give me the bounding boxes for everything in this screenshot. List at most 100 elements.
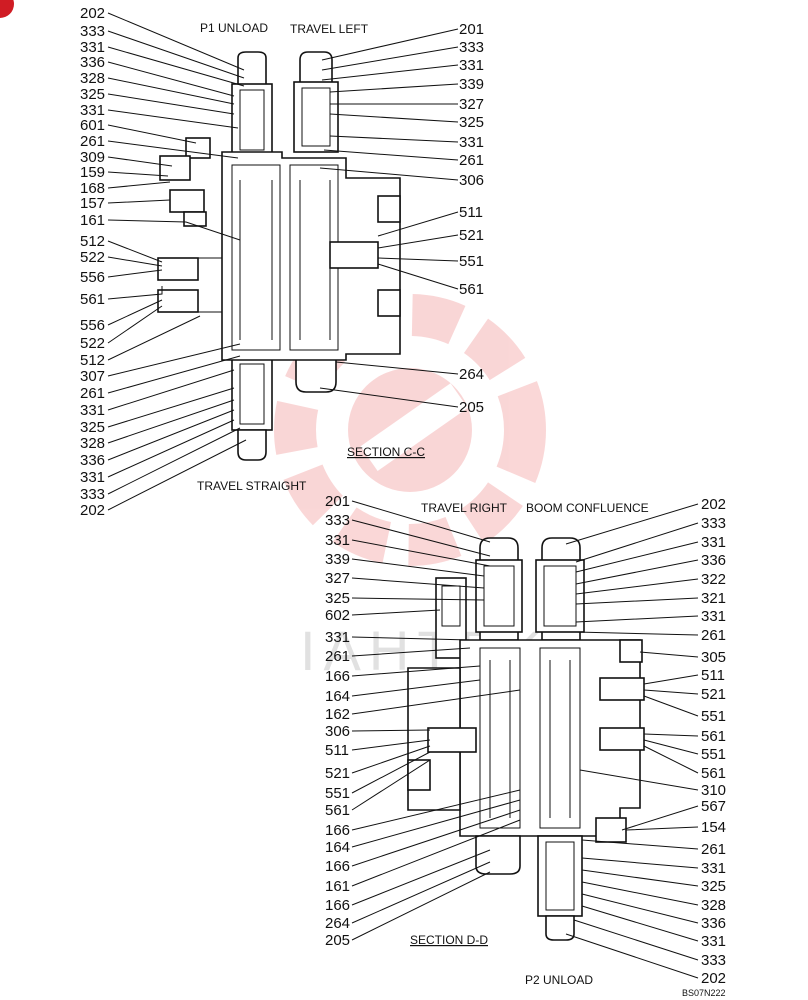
part-number-label: 331 (701, 608, 726, 625)
part-number-label: 261 (459, 152, 484, 169)
part-number-label: 168 (80, 180, 105, 197)
drawing-code: BS07N222 (682, 988, 726, 998)
part-number-label: 331 (80, 469, 105, 486)
part-number-label: 327 (459, 96, 484, 113)
part-number-label: 161 (325, 878, 350, 895)
gear-wrench-logo-icon (274, 294, 546, 566)
part-number-label: 205 (459, 399, 484, 416)
part-number-label: 339 (325, 551, 350, 568)
part-number-label: 511 (701, 667, 725, 684)
part-number-label: 331 (701, 860, 726, 877)
part-number-label: 512 (80, 352, 105, 369)
part-number-label: 333 (80, 23, 105, 40)
part-number-label: 162 (325, 706, 350, 723)
part-number-label: 325 (325, 590, 350, 607)
part-number-label: 522 (80, 335, 105, 352)
part-number-label: 512 (80, 233, 105, 250)
part-number-label: 164 (325, 839, 350, 856)
part-number-label: 306 (459, 172, 484, 189)
part-number-label: 261 (80, 133, 105, 150)
part-number-label: 561 (325, 802, 350, 819)
part-number-label: 325 (459, 114, 484, 131)
part-number-label: 561 (459, 281, 484, 298)
part-number-label: 551 (701, 746, 726, 763)
part-number-label: 154 (701, 819, 726, 836)
part-number-label: 331 (459, 57, 484, 74)
part-number-label: 166 (325, 897, 350, 914)
part-number-label: 328 (701, 897, 726, 914)
part-number-label: 331 (80, 39, 105, 56)
part-number-label: 159 (80, 164, 105, 181)
part-number-label: 325 (80, 86, 105, 103)
part-number-label: 261 (325, 648, 350, 665)
part-number-label: 306 (325, 723, 350, 740)
section-dd-drawing (407, 537, 645, 941)
part-number-label: 307 (80, 368, 105, 385)
section-dd-title: SECTION D-D (410, 933, 488, 947)
part-number-label: 305 (701, 649, 726, 666)
section-cc-title: SECTION C-C (347, 445, 425, 459)
part-number-label: 328 (80, 70, 105, 87)
part-number-label: 325 (701, 878, 726, 895)
part-number-label: 333 (80, 486, 105, 503)
part-number-label: 157 (80, 195, 105, 212)
part-number-label: 336 (80, 54, 105, 71)
part-number-label: 561 (80, 291, 105, 308)
part-number-label: 561 (701, 765, 726, 782)
part-number-label: 328 (80, 435, 105, 452)
part-number-label: 561 (701, 728, 726, 745)
part-number-label: 567 (701, 798, 726, 815)
part-number-label: 551 (701, 708, 726, 725)
part-number-label: 201 (325, 493, 350, 510)
part-number-label: 551 (459, 253, 484, 270)
part-number-label: 202 (80, 502, 105, 519)
section-cc-drawing (157, 51, 401, 461)
part-number-label: 333 (325, 512, 350, 529)
part-number-label: 331 (459, 134, 484, 151)
part-number-label: 521 (459, 227, 484, 244)
caption-p1-unload: P1 UNLOAD (200, 21, 268, 35)
part-number-label: 601 (80, 117, 105, 134)
part-number-label: 264 (325, 915, 350, 932)
part-number-label: 336 (701, 552, 726, 569)
part-number-label: 331 (701, 933, 726, 950)
caption-p2-unload: P2 UNLOAD (525, 973, 593, 987)
red-corner-badge-icon (0, 0, 14, 18)
part-number-label: 333 (701, 515, 726, 532)
part-number-label: 339 (459, 76, 484, 93)
part-number-label: 321 (701, 590, 726, 607)
part-number-label: 556 (80, 317, 105, 334)
caption-travel-left: TRAVEL LEFT (290, 22, 369, 36)
part-number-label: 521 (701, 686, 726, 703)
part-number-label: 556 (80, 269, 105, 286)
part-number-label: 202 (701, 970, 726, 987)
caption-travel-right: TRAVEL RIGHT (421, 501, 508, 515)
part-number-label: 309 (80, 149, 105, 166)
leader-lines (107, 12, 699, 979)
part-number-label: 325 (80, 419, 105, 436)
part-number-label: 522 (80, 249, 105, 266)
cc-left-part-labels: 2023333313363283253316012613091591681571… (80, 5, 105, 519)
part-number-label: 202 (80, 5, 105, 22)
part-number-label: 166 (325, 822, 350, 839)
part-number-label: 336 (80, 452, 105, 469)
part-number-label: 333 (459, 39, 484, 56)
part-number-label: 331 (325, 532, 350, 549)
caption-travel-straight: TRAVEL STRAIGHT (197, 479, 307, 493)
dd-left-part-labels: 2013333313393273256023312611661641623065… (325, 493, 350, 949)
part-number-label: 521 (325, 765, 350, 782)
part-number-label: 166 (325, 668, 350, 685)
part-number-label: 166 (325, 858, 350, 875)
part-number-label: 202 (701, 496, 726, 513)
part-number-label: 205 (325, 932, 350, 949)
part-number-label: 333 (701, 952, 726, 969)
part-number-label: 336 (701, 915, 726, 932)
part-number-label: 511 (459, 204, 483, 221)
part-number-label: 261 (80, 385, 105, 402)
part-number-label: 264 (459, 366, 484, 383)
part-number-label: 602 (325, 607, 350, 624)
part-number-label: 261 (701, 841, 726, 858)
part-number-label: 322 (701, 571, 726, 588)
cc-right-part-labels: 2013333313393273253312613065115215515612… (459, 21, 484, 416)
